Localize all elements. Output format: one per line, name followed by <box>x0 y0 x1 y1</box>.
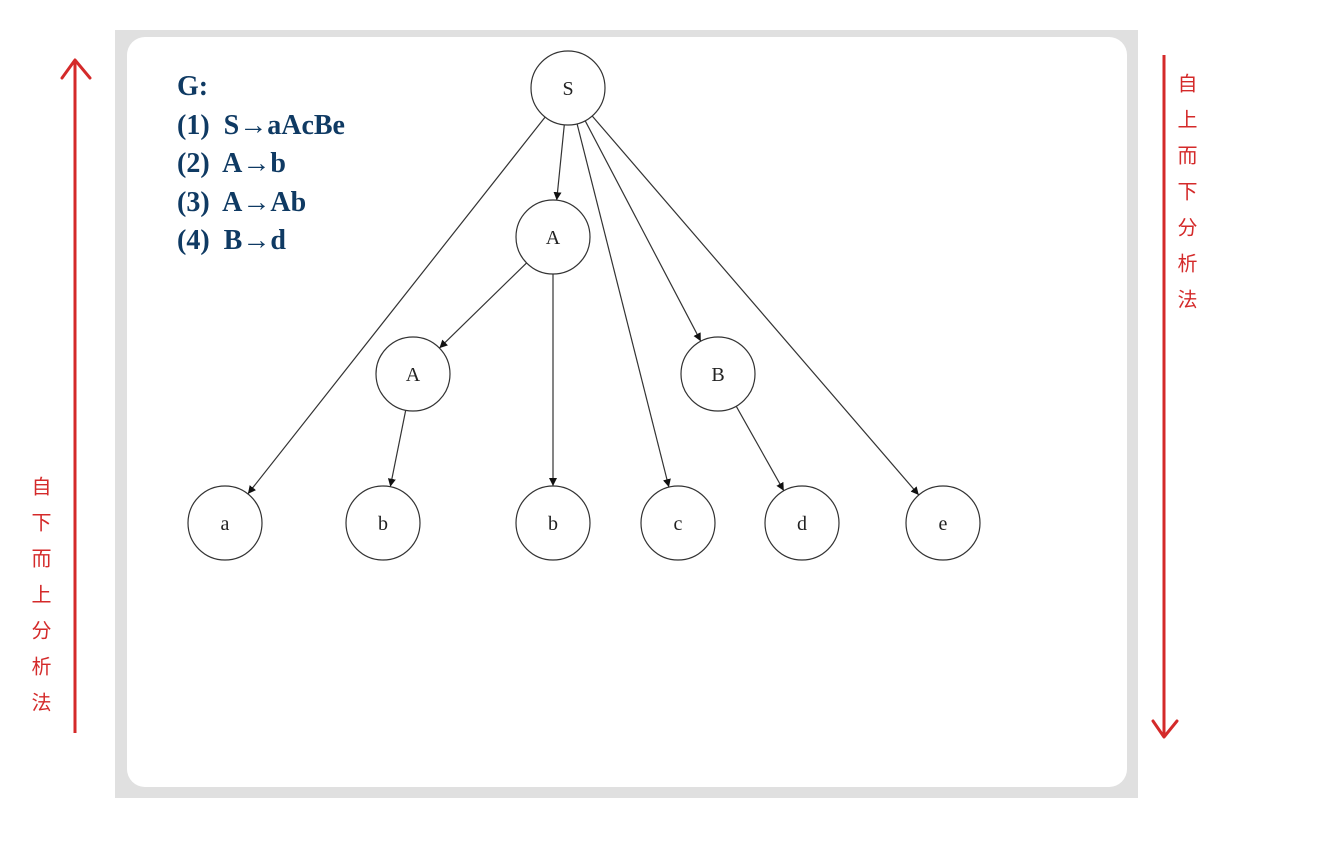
grammar-rule-4: (4) B→d <box>177 222 345 261</box>
tree-edge-S-B <box>584 120 702 342</box>
grammar-block: G: (1) S→aAcBe (2) A→b (3) A→Ab (4) B→d <box>177 68 345 261</box>
tree-node-S: S <box>530 50 606 126</box>
grammar-rule-1: (1) S→aAcBe <box>177 107 345 146</box>
tree-node-e: e <box>905 485 981 561</box>
tree-edge-S-e <box>591 115 920 496</box>
tree-edge-A2-b1 <box>387 410 407 487</box>
node-label: A <box>406 364 421 386</box>
node-label: b <box>548 513 558 535</box>
grammar-rule-3: (3) A→Ab <box>177 184 345 223</box>
node-label: B <box>711 364 724 386</box>
node-label: e <box>939 513 948 535</box>
node-label: d <box>797 513 807 535</box>
tree-edge-A1-A2 <box>438 262 528 349</box>
node-label: a <box>221 513 230 535</box>
tree-node-B: B <box>680 336 756 412</box>
rule-number: (1) <box>177 109 210 141</box>
node-label: S <box>562 78 573 100</box>
node-circle <box>515 199 591 275</box>
top-down-label: 自上而下分析法 <box>1174 73 1198 325</box>
rule-number: (2) <box>177 148 210 179</box>
tree-node-d: d <box>764 485 840 561</box>
rule-text: A→Ab <box>222 186 307 218</box>
node-circle <box>680 336 756 412</box>
tree-edge-S-c <box>576 123 671 488</box>
node-circle <box>515 485 591 561</box>
node-label: A <box>546 227 561 249</box>
rule-text: A→b <box>222 148 286 179</box>
tree-node-A1: A <box>515 199 591 275</box>
tree-node-c: c <box>640 485 716 561</box>
rule-number: (3) <box>177 186 210 218</box>
node-circle <box>764 485 840 561</box>
node-label: c <box>674 513 683 535</box>
diagram-panel <box>127 37 1127 787</box>
tree-node-b1: b <box>345 485 421 561</box>
tree-node-A2: A <box>375 336 451 412</box>
node-circle <box>375 336 451 412</box>
node-circle <box>905 485 981 561</box>
tree-edge-S-A1 <box>553 124 565 201</box>
node-circle <box>187 485 263 561</box>
node-label: b <box>378 513 388 535</box>
tree-edge-B-d <box>735 405 785 492</box>
node-circle <box>530 50 606 126</box>
rule-text: B→d <box>223 225 286 256</box>
node-circle <box>345 485 421 561</box>
tree-edge-S-a <box>247 116 546 495</box>
rule-number: (4) <box>177 225 210 256</box>
rule-text: S→aAcBe <box>223 109 345 141</box>
tree-node-b2: b <box>515 485 591 561</box>
node-circle <box>640 485 716 561</box>
grammar-title: G: <box>177 71 209 102</box>
top-down-arrow-head <box>1151 719 1179 739</box>
tree-node-a: a <box>187 485 263 561</box>
bottom-up-arrow-head <box>60 58 92 80</box>
grammar-rule-2: (2) A→b <box>177 145 345 184</box>
bottom-up-label: 自下而上分析法 <box>28 476 52 728</box>
